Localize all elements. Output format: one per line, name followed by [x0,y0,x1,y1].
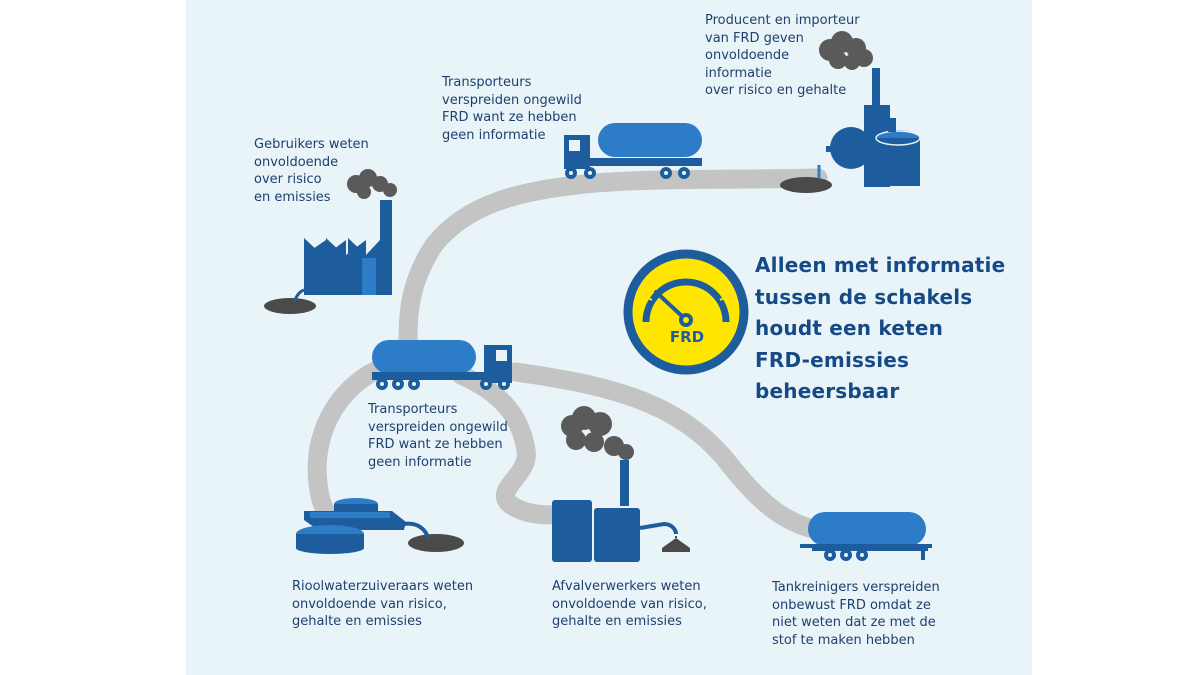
spill-icon [264,298,316,314]
tank-cleaners-label: Tankreinigers verspreiden onbewust FRD o… [772,580,940,648]
road-main [398,168,828,358]
producer-label: Producent en importeur van FRD geven onv… [705,13,860,98]
road-to-waste [451,365,566,525]
smoke-icon [819,31,873,70]
smoke-icon [347,169,397,199]
sewage-label: Rioolwaterzuiveraars weten onvoldoende v… [292,579,474,629]
gauge-icon [623,249,749,375]
headline: Alleen met informatie tussen de schakels… [755,253,1006,403]
tanker-truck-icon [372,340,512,390]
smoke-icon [561,406,634,460]
tank-trailer-icon [800,512,932,561]
chemical-plant-icon [780,68,921,193]
waste-label: Afvalverwerkers weten onvoldoende van ri… [552,579,707,629]
infographic-graphics [264,31,932,562]
supply-chain-road [307,168,836,542]
waste-plant-icon [552,460,690,562]
users-label: Gebruikers weten onvoldoende over risico… [254,137,369,205]
spill-icon [408,534,464,552]
transporters-top-label: Transporteurs verspreiden ongewild FRD w… [442,75,582,143]
factory-icon [264,200,392,314]
infographic-canvas: Producent en importeur van FRD geven onv… [186,0,1032,675]
road-to-tank-cleaners [506,362,836,542]
sewage-plant-icon [296,498,464,554]
tanker-truck-icon [564,123,702,179]
spill-icon [780,177,832,193]
gauge-label: FRD [669,328,705,346]
transporters-mid-label: Transporteurs verspreiden ongewild FRD w… [368,402,508,470]
